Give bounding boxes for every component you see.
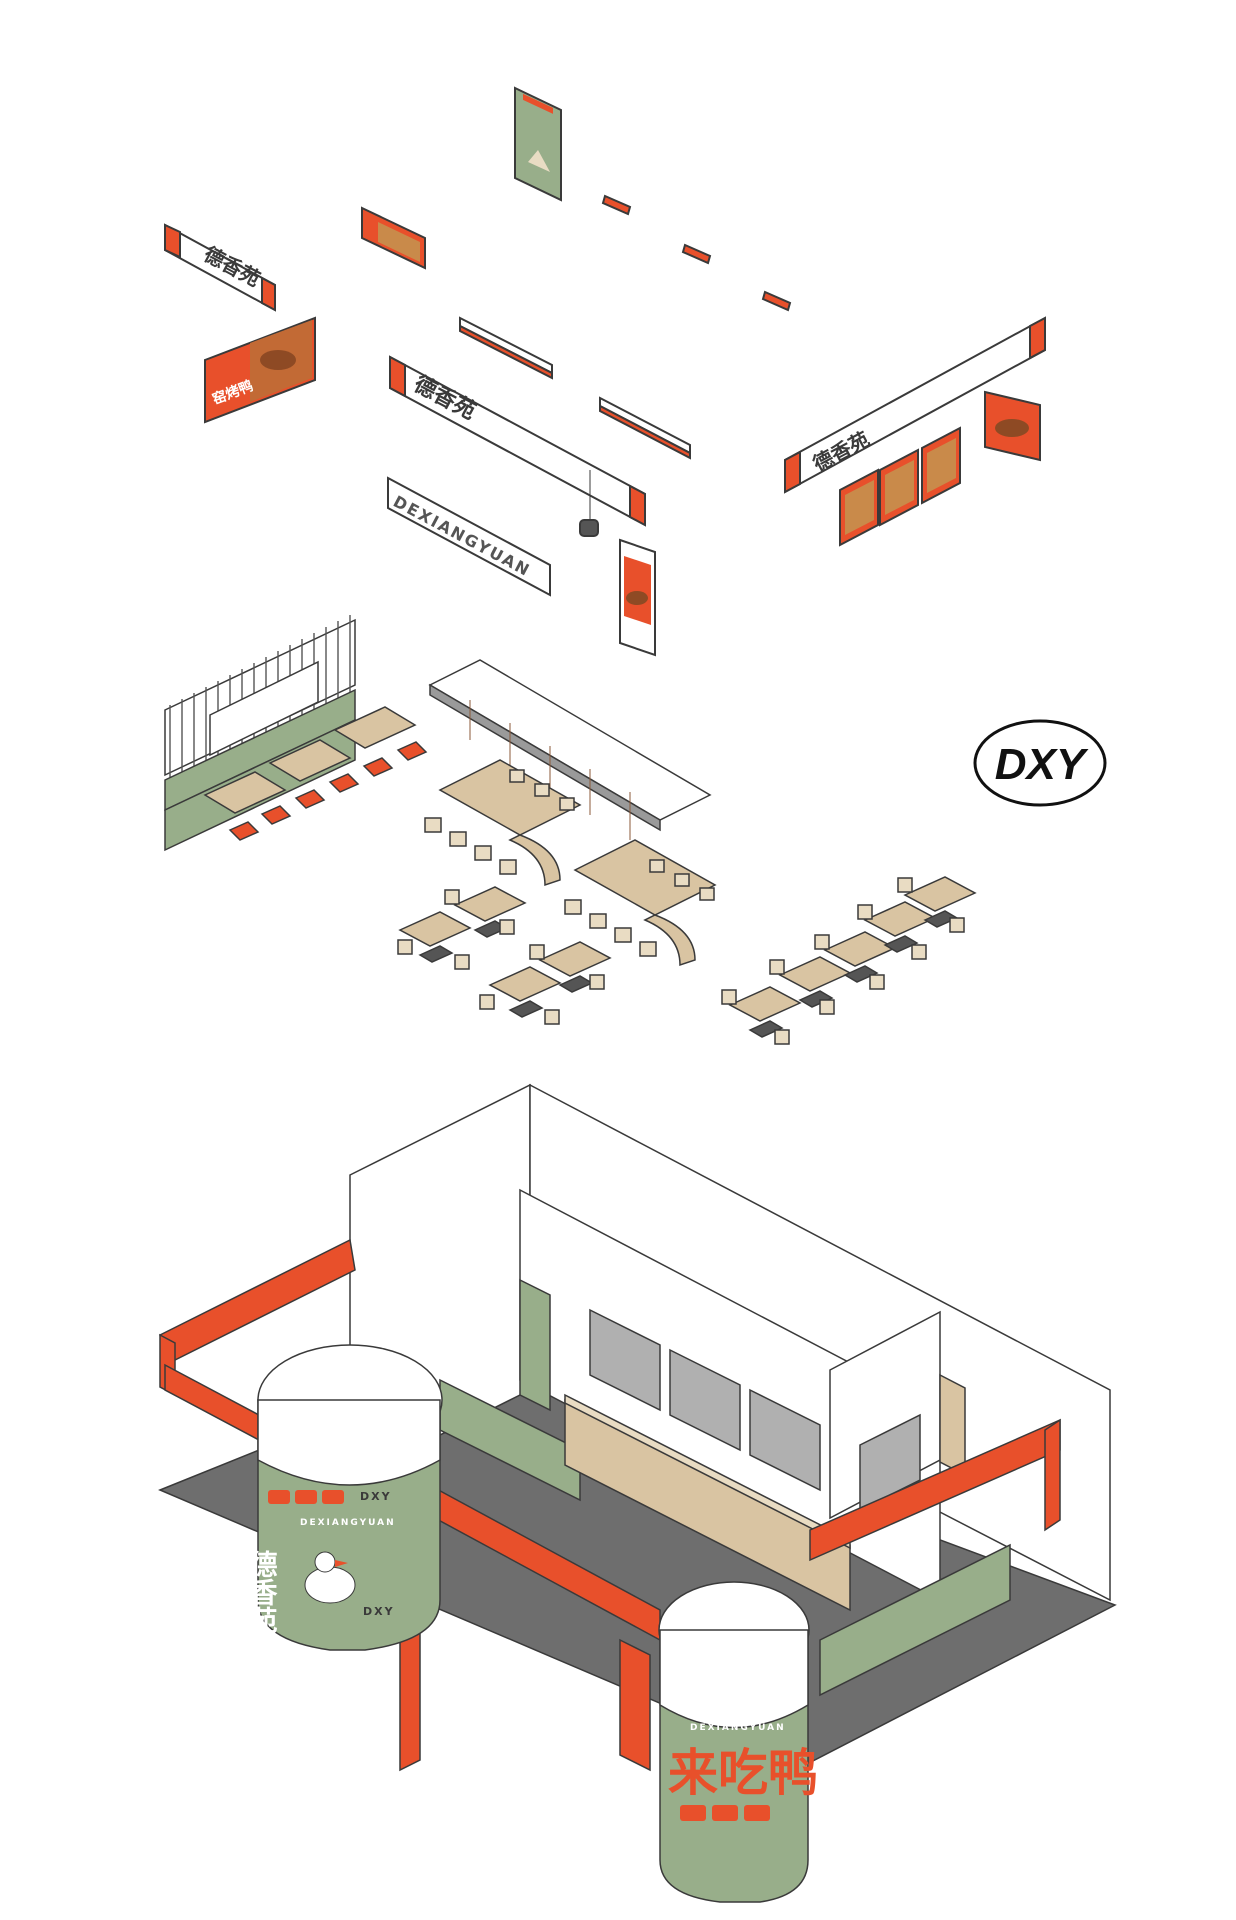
standing-menu-poster — [619, 538, 656, 657]
left-pillar-badge-lower: DXY — [363, 1605, 395, 1618]
ceiling-lights — [601, 194, 792, 312]
table-cluster-right — [721, 876, 977, 1045]
left-pillar-badge: DXY — [360, 1490, 392, 1503]
brand-banner-center: 德香苑 — [389, 355, 646, 537]
brand-banner-right: 德香苑 — [784, 316, 1046, 547]
rail-signs — [459, 316, 691, 460]
dxy-logo: DXY — [973, 719, 1107, 807]
left-pillar-brand-en: DEXIANGYUAN — [300, 1518, 396, 1528]
latin-brand-sign-text: DEXIANGYUAN — [390, 492, 534, 581]
dxy-logo-text: DXY — [995, 740, 1089, 789]
green-door — [519, 1278, 551, 1412]
menu-poster-small — [361, 206, 426, 270]
table-cluster-left — [397, 886, 612, 1025]
duck-icon — [304, 1551, 356, 1604]
signage-layer: 德香苑 窑烤鸭 德香苑 — [164, 86, 1046, 657]
right-pillar-brand-en: DEXIANGYUAN — [690, 1723, 786, 1733]
hanging-poster — [514, 86, 562, 202]
duck-poster-left: 窑烤鸭 — [204, 316, 316, 424]
right-pillar-promo-cn: 来吃鸭 — [668, 1744, 818, 1802]
communal-tables — [424, 659, 717, 967]
tile-wall-right — [819, 1543, 1011, 1697]
left-pillar-brand-cn: 德香苑 — [246, 1550, 279, 1635]
brand-banner-left: 德香苑 — [164, 223, 276, 312]
latin-brand-sign: DEXIANGYUAN — [387, 476, 551, 597]
storefront-layer: DXY DEXIANGYUAN 德香苑 DXY DEXIANGYUAN 来吃鸭 — [158, 1083, 1117, 1903]
left-pillar: DXY DEXIANGYUAN 德香苑 DXY — [246, 1344, 443, 1651]
booth-seating — [164, 615, 428, 852]
right-pillar: DEXIANGYUAN 来吃鸭 — [658, 1581, 818, 1903]
service-counter — [564, 1308, 966, 1612]
furniture-layer — [164, 615, 977, 1045]
